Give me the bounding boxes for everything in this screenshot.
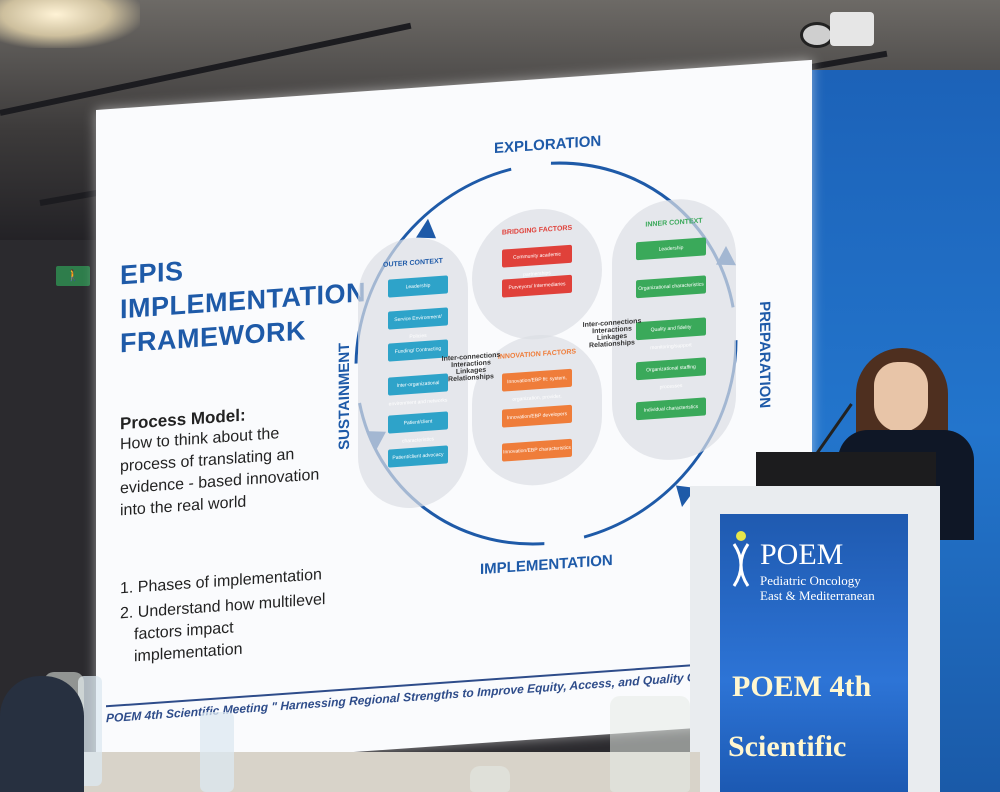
innovation-item: Innovation/EBP characteristics bbox=[502, 438, 572, 462]
drinking-glass bbox=[470, 766, 510, 792]
camera-lens bbox=[800, 22, 834, 48]
outer-item: Patient/client characteristics bbox=[388, 411, 448, 445]
inner-context-heading: INNER CONTEXT bbox=[645, 217, 703, 229]
list-item: 2. Understand how multilevel factors imp… bbox=[120, 590, 326, 666]
arrow-head bbox=[416, 218, 436, 239]
projection-screen: EPIS IMPLEMENTATION FRAMEWORK Process Mo… bbox=[96, 59, 812, 771]
head-table bbox=[0, 752, 700, 792]
audience-shoulder bbox=[0, 676, 84, 792]
slide-title: EPIS IMPLEMENTATION FRAMEWORK bbox=[120, 241, 366, 360]
phase-sustainment: SUSTAINMENT bbox=[336, 342, 353, 451]
water-bottle bbox=[200, 712, 234, 792]
inner-item: Organizational staffing processes bbox=[636, 357, 706, 391]
security-camera bbox=[800, 8, 880, 48]
podium-heading-line: POEM 4th bbox=[732, 670, 872, 703]
interconnections-right: Inter-connections Interactions Linkages … bbox=[582, 317, 642, 350]
interconnections-left: Inter-connections Interactions Linkages … bbox=[441, 351, 501, 384]
outer-item: Leadership bbox=[388, 275, 448, 298]
chandelier bbox=[0, 0, 140, 48]
inner-item: Leadership bbox=[636, 237, 706, 261]
speaker-face bbox=[874, 362, 928, 432]
inner-item: Organizational characteristics bbox=[636, 275, 706, 299]
poem-logo-subtitle: Pediatric Oncology East & Mediterranean bbox=[760, 573, 875, 603]
podium-heading-line: Scientific bbox=[728, 730, 847, 763]
poem-subtitle-line: Pediatric Oncology bbox=[760, 573, 861, 588]
outer-item: Funding/ Contracting bbox=[388, 339, 448, 362]
poem-subtitle-line: East & Mediterranean bbox=[760, 588, 875, 603]
inner-item: Individual characteristics bbox=[636, 397, 706, 421]
camera-body bbox=[830, 12, 874, 46]
outer-item: Inter-organizational environment and net… bbox=[388, 373, 448, 408]
exit-sign: 🚶 bbox=[56, 266, 90, 286]
poem-logo-icon bbox=[732, 531, 750, 587]
water-jug bbox=[610, 696, 690, 792]
poem-logo-text: POEM bbox=[760, 538, 844, 571]
bridging-item: Purveyors/ Intermediaries bbox=[502, 274, 572, 298]
inner-item: Quality and fidelity monitoring/support bbox=[636, 317, 706, 351]
laptop bbox=[756, 452, 936, 488]
phase-preparation: PREPARATION bbox=[756, 300, 773, 409]
process-model-body: How to think about the process of transl… bbox=[120, 425, 320, 520]
cycle-arrow-ring bbox=[354, 161, 738, 546]
innovation-item: Innovation/EBP fit: system, organization… bbox=[502, 368, 572, 420]
innovation-item: Innovation/EBP developers bbox=[502, 404, 572, 428]
outer-context-heading: OUTER CONTEXT bbox=[383, 257, 443, 269]
podium-panel bbox=[720, 514, 908, 792]
outer-item: Service Environment/ Policies bbox=[388, 307, 448, 340]
slide-list: 1. Phases of implementation 2. Understan… bbox=[120, 563, 334, 672]
bridging-item: Community academic partnerships bbox=[502, 244, 572, 278]
outer-item: Patient/client advocacy bbox=[388, 445, 448, 468]
